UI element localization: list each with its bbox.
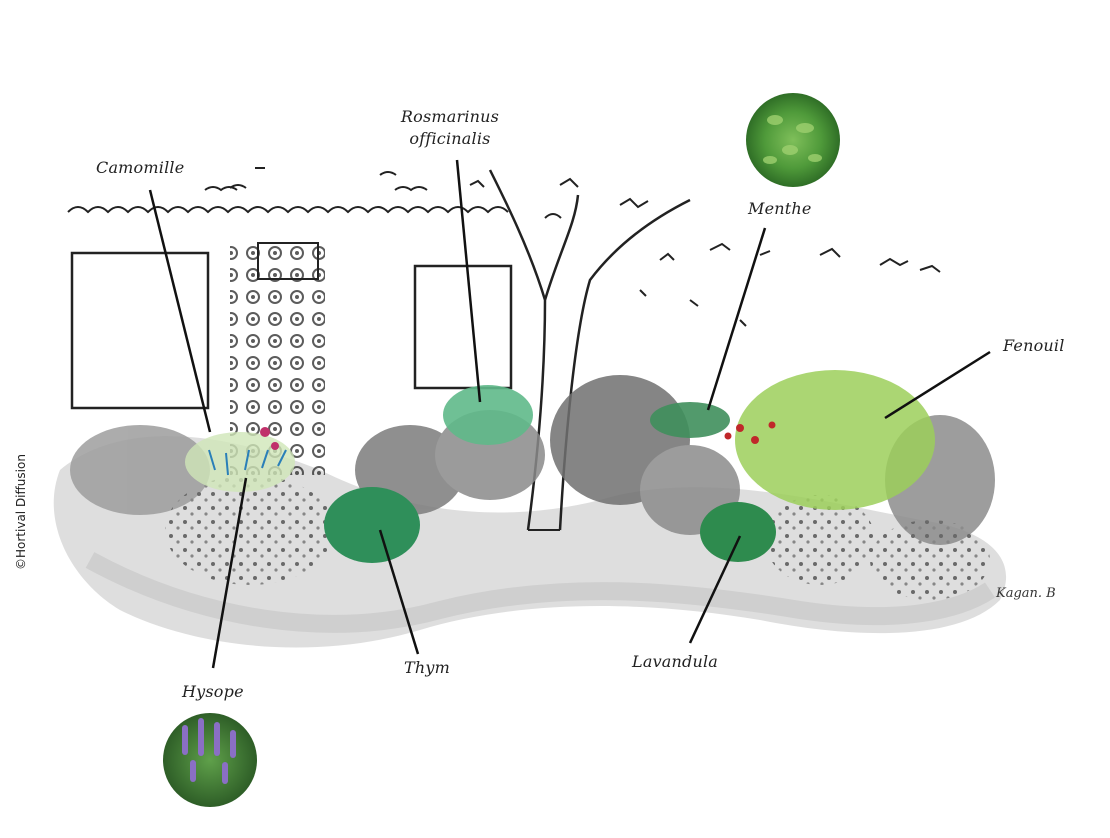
label-thym: Thym (404, 658, 450, 677)
label-fenouil: Fenouil (1003, 336, 1065, 355)
camomille-plant (185, 432, 295, 492)
lavandula-plant (700, 502, 776, 562)
fenouil-red-berries (724, 421, 776, 444)
label-menthe: Menthe (748, 199, 812, 218)
label-rosmarinus-line2: officinalis (409, 129, 491, 148)
label-hysope: Hysope (182, 682, 244, 701)
rosmarinus-plant (443, 385, 533, 445)
center-window (413, 264, 513, 390)
tree-foliage-marks (469, 177, 941, 327)
sky-marks (204, 167, 562, 219)
camomille-blue-strokes (208, 449, 287, 476)
label-rosmarinus-line1: Rosmarinus (400, 107, 500, 126)
gray-shrubs (70, 375, 995, 600)
label-camomille: Camomille (96, 158, 185, 177)
mint-leaves-photo (746, 93, 840, 187)
ground-wash-light (85, 552, 995, 633)
wall-coping (67, 206, 509, 214)
thym-plant (324, 487, 420, 563)
copyright-text: ©Hortival Diffusion (14, 454, 28, 570)
label-lavandula: Lavandula (632, 652, 719, 671)
artist-signature: Kagan. B (996, 586, 1056, 601)
hyssop-flowers-photo (163, 713, 257, 807)
label-rosmarinus: Rosmarinus officinalis (390, 106, 510, 150)
leader-lines (148, 159, 991, 669)
menthe-plant (650, 402, 730, 438)
left-window (70, 251, 210, 410)
fenouil-plant (735, 370, 935, 510)
